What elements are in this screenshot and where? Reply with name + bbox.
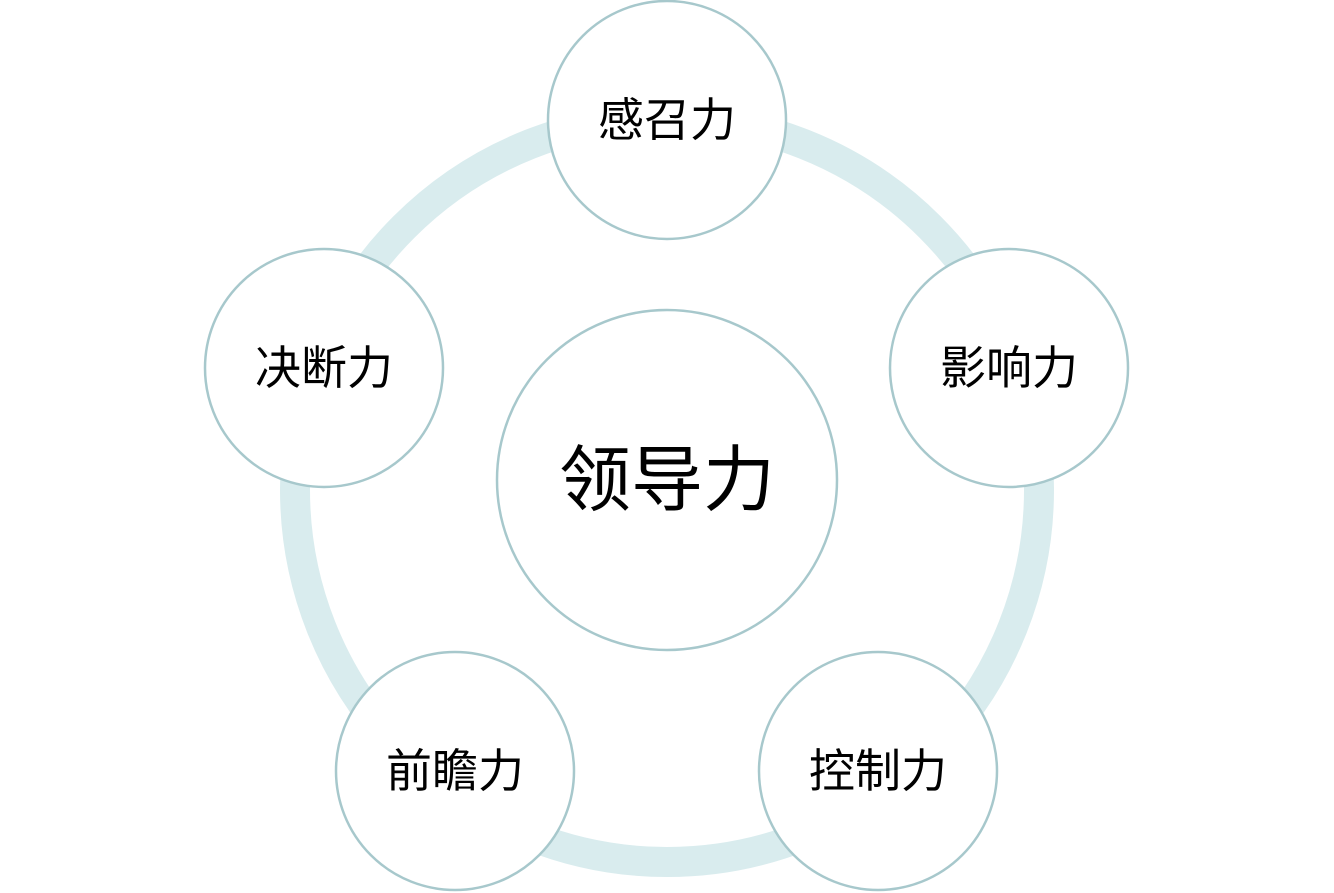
node-kongzhili: 控制力: [757, 650, 999, 892]
node-label: 前瞻力: [386, 744, 524, 798]
center-node-label: 领导力: [559, 438, 775, 522]
node-qianzhanli: 前瞻力: [334, 650, 576, 892]
node-circle: [888, 247, 1130, 489]
node-ganzhaoli: 感召力: [546, 0, 788, 241]
node-circle: [334, 650, 576, 892]
center-node-circle: [495, 308, 839, 652]
node-circle: [203, 247, 445, 489]
node-jueduanli: 决断力: [203, 247, 445, 489]
node-yingxiangli: 影响力: [888, 247, 1130, 489]
node-label: 控制力: [809, 744, 947, 798]
node-circle: [757, 650, 999, 892]
node-label: 决断力: [255, 341, 393, 395]
node-label: 影响力: [940, 341, 1078, 395]
node-label: 感召力: [598, 93, 736, 147]
center-node: 领导力: [495, 308, 839, 652]
node-circle: [546, 0, 788, 241]
